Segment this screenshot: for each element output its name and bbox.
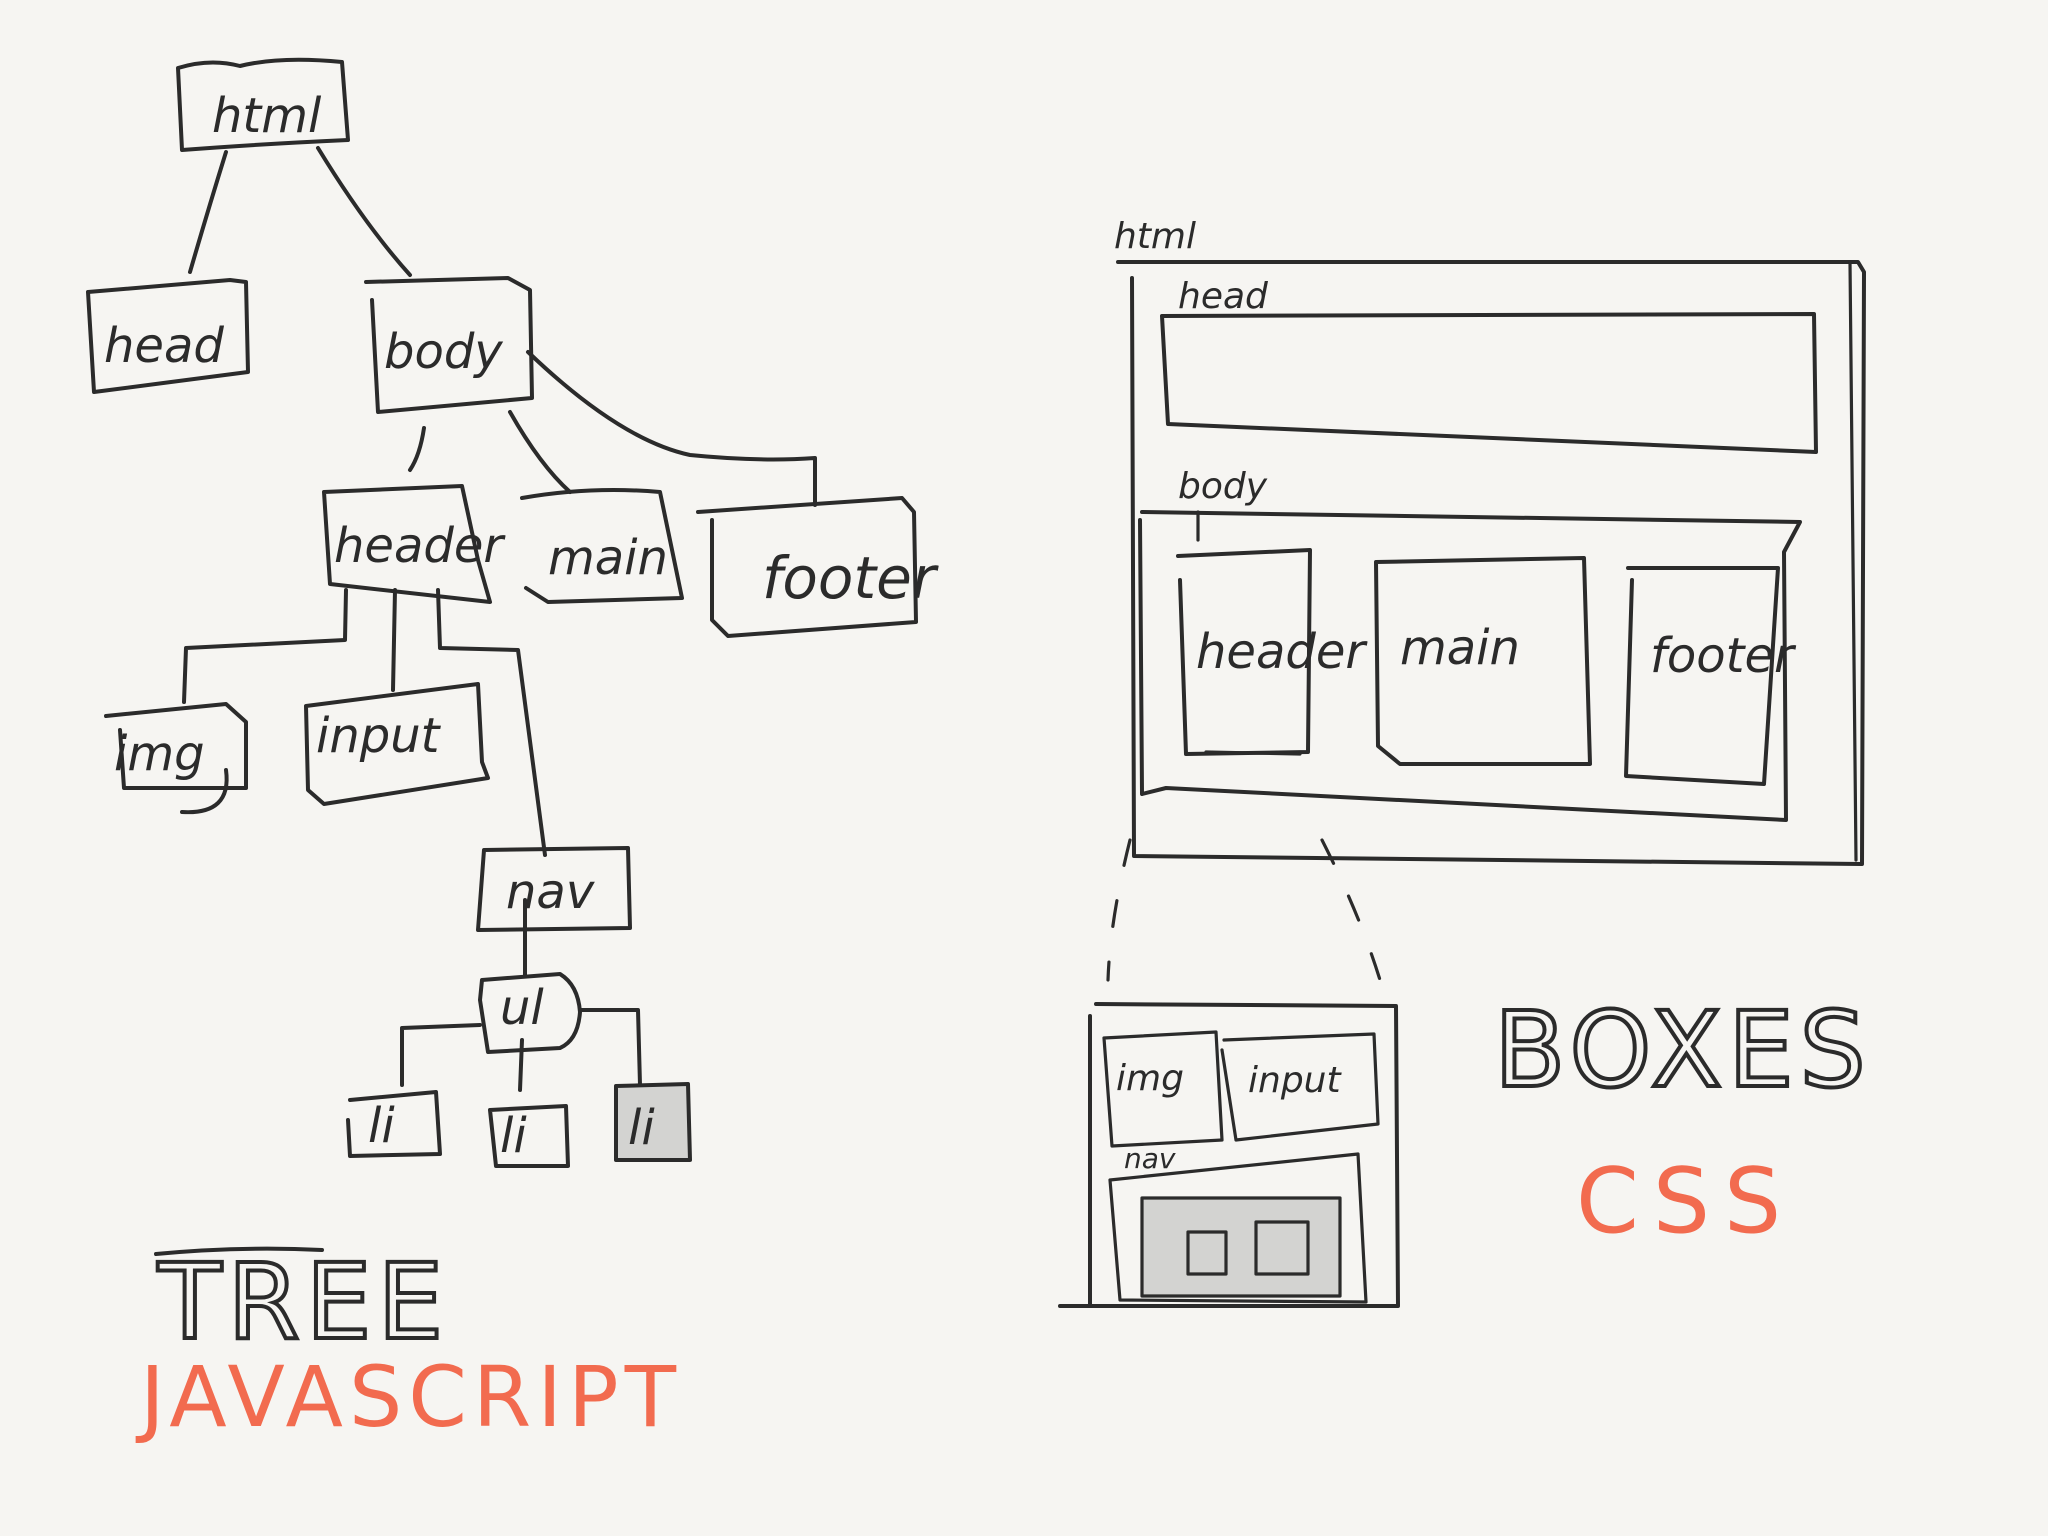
- dom-tree-diagram: html head body header main footer: [86, 57, 939, 1446]
- tree-node-li-2: li: [488, 1104, 570, 1168]
- tree-connectors: [182, 146, 817, 1092]
- zoom-li-box-2: [1254, 1220, 1310, 1276]
- zoom-li-box-1: [1186, 1230, 1228, 1276]
- tree-node-nav-label: nav: [506, 864, 595, 920]
- box-head-label: head: [1178, 276, 1269, 317]
- tree-node-html-label: html: [212, 88, 322, 144]
- tree-node-footer-label: footer: [762, 544, 939, 612]
- tree-node-html: html: [176, 57, 350, 152]
- tree-node-header-label: header: [334, 518, 506, 574]
- tree-title: TREE: [157, 1241, 449, 1363]
- tree-node-main: main: [520, 488, 684, 604]
- tree-node-main-label: main: [548, 530, 668, 586]
- zoom-header-box: img input nav: [1058, 1002, 1400, 1308]
- tree-node-li-3-highlighted: li: [614, 1082, 692, 1162]
- box-html-label: html: [1114, 216, 1196, 257]
- zoom-input-label: input: [1248, 1060, 1342, 1101]
- box-header-label: header: [1196, 624, 1368, 680]
- tree-node-body: body: [364, 276, 534, 414]
- box-body-label: body: [1178, 466, 1268, 507]
- boxes-subtitle: CSS: [1576, 1149, 1795, 1254]
- tree-node-ul-label: ul: [500, 980, 544, 1036]
- tree-subtitle: JAVASCRIPT: [135, 1348, 682, 1446]
- tree-node-img: img: [104, 702, 248, 815]
- tree-node-head-label: head: [104, 318, 224, 374]
- tree-node-li-label: li: [368, 1098, 395, 1154]
- tree-node-li-label: li: [500, 1108, 527, 1164]
- zoom-img-label: img: [1116, 1058, 1184, 1099]
- zoom-nav-label: nav: [1124, 1142, 1176, 1175]
- tree-node-header: header: [322, 484, 506, 604]
- box-footer: footer: [1624, 566, 1797, 786]
- tree-node-footer: footer: [696, 496, 939, 638]
- box-main: main: [1374, 556, 1592, 766]
- box-main-label: main: [1400, 620, 1520, 676]
- tree-node-input: input: [304, 682, 490, 806]
- box-head: [1160, 312, 1818, 454]
- box-body: [1138, 510, 1802, 822]
- tree-node-head: head: [86, 278, 250, 394]
- tree-node-li-label: li: [628, 1100, 655, 1156]
- box-header: header: [1176, 548, 1368, 756]
- tree-node-input-label: input: [316, 708, 442, 764]
- tree-node-nav: nav: [476, 846, 632, 932]
- zoom-guide-lines: [1106, 838, 1382, 982]
- tree-node-body-label: body: [384, 324, 503, 380]
- boxes-title: BOXES: [1494, 989, 1872, 1111]
- tree-node-img-label: img: [114, 726, 205, 782]
- box-footer-label: footer: [1650, 628, 1797, 684]
- css-boxes-diagram: html head body header main footer: [1058, 216, 1872, 1308]
- tree-node-li-1: li: [346, 1090, 442, 1158]
- tree-node-ul: ul: [478, 972, 582, 1054]
- box-html: [1116, 260, 1866, 866]
